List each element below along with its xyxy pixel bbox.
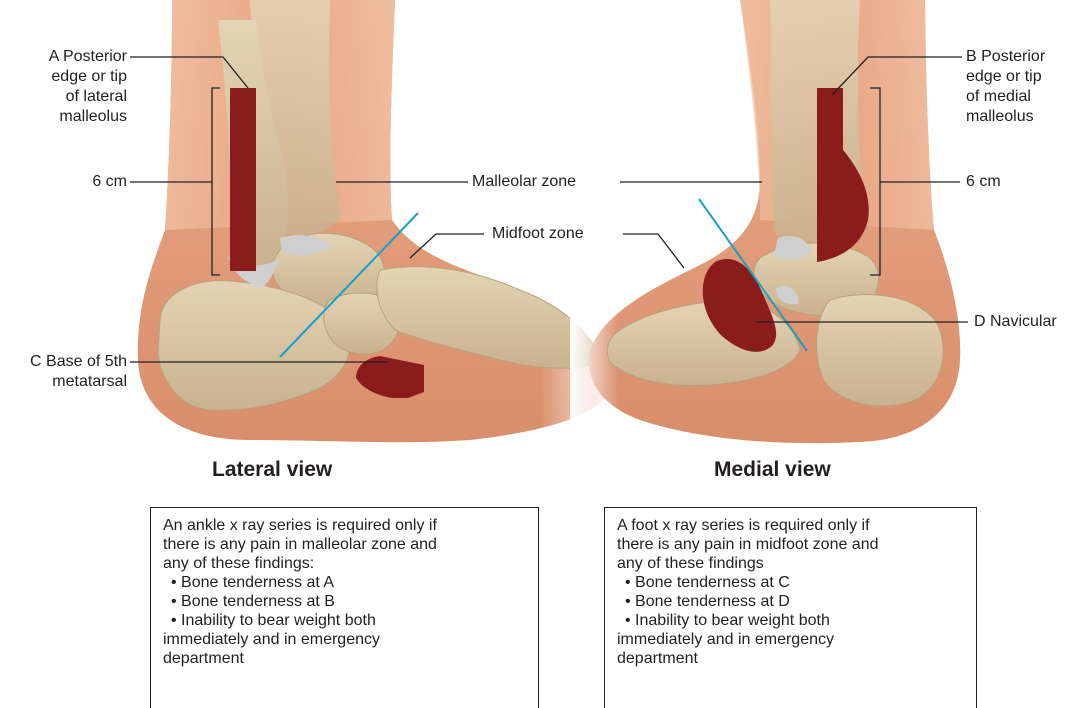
foot-rule-intro-3: any of these findings [617, 554, 964, 573]
ankle-xray-rule-box: An ankle x ray series is required only i… [150, 507, 539, 708]
medial-view-title: Medial view [714, 458, 831, 482]
label-b-posterior-medial-malleolus: B Posterior edge or tip of medial malleo… [966, 47, 1076, 127]
foot-rule-findings: Bone tenderness at C Bone tenderness at … [617, 573, 964, 630]
label-a-posterior-lateral-malleolus: A Posterior edge or tip of lateral malle… [20, 47, 127, 127]
ankle-rule-intro-3: any of these findings: [163, 554, 526, 573]
foot-rule-intro-2: there is any pain in midfoot zone and [617, 535, 964, 554]
ankle-rule-finding-a: Bone tenderness at A [171, 573, 526, 592]
marker-a-lateral-malleolus [230, 88, 256, 271]
ankle-rule-finding-b: Bone tenderness at B [171, 592, 526, 611]
medial-foot-drawing [570, 0, 960, 450]
foot-rule-finding-weight: Inability to bear weight both [625, 611, 964, 630]
label-a-line-1: A Posterior [20, 47, 127, 67]
foot-rule-intro-1: A foot x ray series is required only if [617, 516, 964, 535]
ankle-rule-intro-2: there is any pain in malleolar zone and [163, 535, 526, 554]
lateral-view-title: Lateral view [212, 458, 332, 482]
ankle-rule-findings: Bone tenderness at A Bone tenderness at … [163, 573, 526, 630]
ankle-rule-finding-weight: Inability to bear weight both [171, 611, 526, 630]
label-b-line-1: B Posterior [966, 47, 1076, 67]
foot-xray-rule-box: A foot x ray series is required only if … [604, 507, 977, 708]
label-midfoot-zone: Midfoot zone [492, 224, 584, 244]
label-a-line-4: malleolus [20, 107, 127, 127]
label-left-6cm: 6 cm [60, 172, 127, 192]
label-c-line-2: metatarsal [10, 372, 127, 392]
label-malleolar-zone: Malleolar zone [472, 172, 576, 192]
label-c-line-1: C Base of 5th [10, 352, 127, 372]
label-right-6cm: 6 cm [966, 172, 1001, 192]
medial-calcaneus [817, 295, 944, 406]
label-a-line-2: edge or tip [20, 67, 127, 87]
ankle-rule-tail-1: immediately and in emergency [163, 630, 526, 649]
ankle-rule-intro-1: An ankle x ray series is required only i… [163, 516, 526, 535]
label-b-line-3: of medial [966, 87, 1076, 107]
label-d-navicular: D Navicular [974, 312, 1057, 332]
foot-rule-tail-1: immediately and in emergency [617, 630, 964, 649]
label-a-line-3: of lateral [20, 87, 127, 107]
foot-rule-finding-c: Bone tenderness at C [625, 573, 964, 592]
ankle-rule-tail-2: department [163, 649, 526, 668]
label-b-line-4: malleolus [966, 107, 1076, 127]
label-c-base-5th-metatarsal: C Base of 5th metatarsal [10, 352, 127, 392]
label-b-line-2: edge or tip [966, 67, 1076, 87]
foot-rule-finding-d: Bone tenderness at D [625, 592, 964, 611]
foot-rule-tail-2: department [617, 649, 964, 668]
